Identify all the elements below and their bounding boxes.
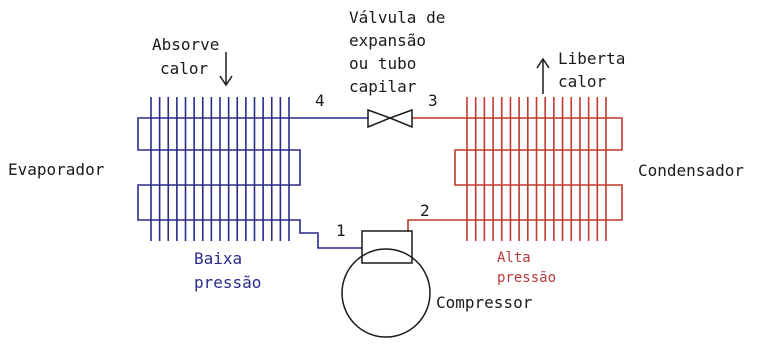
baixa-pressao-line1: Baixa [194,249,242,268]
evaporador-label: Evaporador [8,160,105,179]
expansion-valve-symbol [367,108,413,129]
point-4-label: 4 [315,91,325,110]
condenser-tube [407,117,623,232]
point-1-label: 1 [336,221,346,240]
condenser-fins [466,97,607,241]
liberta-label-line2: calor [558,72,607,91]
absorve-label-line2: calor [160,59,209,78]
evaporator-coil [137,97,368,249]
absorve-label-line1: Absorve [152,35,219,54]
valve-label-line2: expansão [349,31,426,50]
condensador-label: Condensador [638,161,744,180]
valve-label-line4: capilar [349,77,417,96]
alta-pressao-line2: pressão [497,270,556,286]
baixa-pressao-line2: pressão [194,273,261,292]
up-arrow-icon [536,57,550,94]
liberta-label-line1: Liberta [558,49,625,68]
condenser-coil [407,97,623,241]
evaporator-fins [150,97,290,241]
valve-label-line3: ou tubo [349,54,416,73]
down-arrow-icon [219,52,233,87]
point-3-label: 3 [428,91,438,110]
valve-label-line1: Válvula de [349,8,445,27]
alta-pressao-line1: Alta [497,250,531,266]
compressor-symbol [341,230,431,338]
point-2-label: 2 [420,201,430,220]
compressor-label: Compressor [436,293,533,312]
evaporator-tube [137,117,362,249]
